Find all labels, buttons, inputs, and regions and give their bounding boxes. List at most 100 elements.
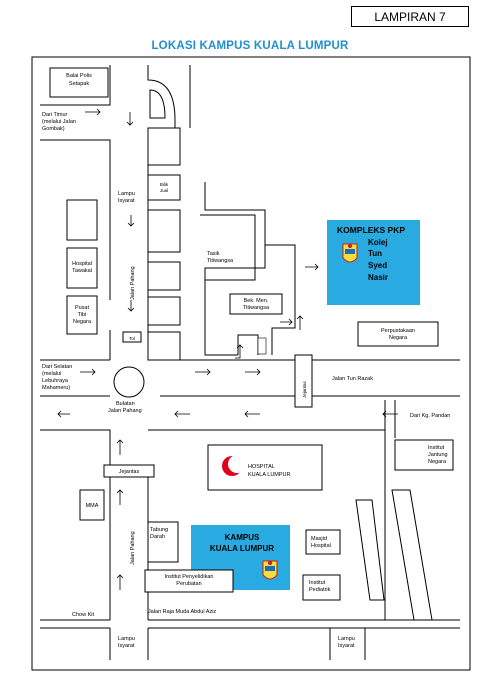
small-tower — [257, 337, 267, 355]
crest-icon-kampus — [262, 560, 278, 580]
block-ijn — [394, 439, 454, 471]
label-dari-timur-2: (melalui Jalan — [42, 119, 76, 125]
red-crescent-icon — [222, 455, 246, 476]
label-hospital-kl-2: KUALA LUMPUR — [248, 472, 291, 478]
label-kampus-2: KUALA LUMPUR — [210, 544, 274, 553]
arrow-south-1 — [127, 215, 135, 227]
label-tol: Tol — [129, 336, 135, 341]
label-dari-kg: Dari Kg. Pandan — [410, 413, 450, 419]
kompleks-pkp-highlight — [327, 220, 420, 305]
label-kolej-4: Nasir — [368, 273, 388, 282]
label-masjid-2: Hospital — [311, 543, 331, 549]
arrow-west-1 — [57, 410, 70, 418]
label-lampu-isyarat-3a: Lampu — [338, 636, 355, 642]
block-mma — [79, 489, 105, 521]
road-jalan-pahang-west — [40, 139, 111, 360]
label-pusat-tibi-3: Negara — [73, 319, 92, 325]
label-ijn-3: Negara — [428, 459, 447, 465]
label-kompleks-pkp: KOMPLEKS PKP — [337, 225, 405, 235]
arrow-south-top — [126, 112, 134, 126]
arrow-east-selatan — [80, 368, 96, 376]
block-slanted-2 — [391, 489, 433, 621]
label-jalan-pahang-top: Jalan Pahang — [130, 266, 136, 300]
block-r6 — [147, 331, 181, 361]
label-dari-selatan-4: Mahameru) — [42, 385, 70, 391]
label-lampu-isyarat-3b: Isyarat — [338, 643, 355, 649]
label-tasik-1: Tasik — [207, 251, 220, 257]
label-jejantas-h: Jejantas — [119, 469, 140, 475]
label-kolej-3: Syed — [368, 261, 387, 270]
block-r5 — [147, 296, 181, 326]
label-balai-polis-1: Balai Polis — [66, 73, 92, 79]
label-lampu-isyarat-1b: Isyarat — [118, 198, 135, 204]
arrow-east-mid — [280, 318, 293, 326]
label-pusat-tibi-1: Pusat — [75, 305, 90, 311]
road-jalan-pahang-lower — [109, 477, 149, 620]
label-chow-kit: Chow Kit — [72, 612, 94, 618]
label-pediatrik-2: Pediatrik — [309, 587, 331, 593]
label-tasik-2: Titiwangsa — [207, 258, 234, 264]
label-tabung-1: Tabung — [150, 527, 168, 533]
label-perpustakaan-1: Perpustakaan — [381, 328, 415, 334]
label-dari-timur-3: Gombak) — [42, 126, 65, 132]
label-jalan-tun-razak: Jalan Tun Razak — [332, 376, 373, 382]
label-ijn-2: Jantung — [428, 452, 448, 458]
arrow-to-kompleks — [305, 263, 319, 271]
arrow-north-3 — [116, 574, 124, 590]
bridge-jejantas-horizontal — [103, 464, 155, 478]
block-perpustakaan — [357, 321, 439, 347]
label-lampu-isyarat-2b: Isyarat — [118, 643, 135, 649]
crest-icon-kompleks — [342, 243, 358, 263]
road-curve-island — [149, 89, 166, 119]
block-r1 — [147, 127, 181, 166]
road-jalan-pahang-east — [147, 65, 176, 360]
label-lampu-isyarat-2a: Lampu — [118, 636, 135, 642]
arrow-west-2 — [174, 410, 190, 418]
label-jejantas-v: Jejantas — [302, 380, 307, 398]
block-masjid — [305, 529, 341, 555]
block-bilik — [147, 174, 181, 201]
block-r3 — [147, 209, 181, 253]
label-imr-2: Perubatan — [176, 581, 201, 587]
label-dari-selatan-1: Dari Selatan — [42, 364, 72, 370]
block-pusat-tibi — [66, 295, 98, 335]
block-tabung-darah — [147, 521, 179, 563]
label-tabung-2: Darah — [150, 534, 165, 540]
block-imr — [144, 569, 234, 593]
arrow-north-mid — [296, 315, 304, 330]
bridge-jejantas-vertical — [294, 354, 313, 408]
label-bilik-2: Jual — [160, 188, 168, 193]
road-titiwangsa-west — [204, 182, 266, 356]
label-imr-1: Institut Penyelidikan — [165, 574, 214, 580]
label-jalan-pahang-bottom: Jalan Pahang — [130, 531, 136, 565]
label-masjid-1: Masjid — [311, 536, 327, 542]
arrow-north-1 — [116, 439, 124, 455]
road-bottom-stubs — [109, 628, 366, 660]
block-r4 — [147, 261, 181, 291]
label-hospital-kl-1: HOSPITAL — [248, 464, 275, 470]
label-hospital-tawakal-2: Tawakal — [72, 268, 92, 274]
block-hospital-tawakal — [66, 247, 98, 289]
label-ijn-1: Institut — [428, 445, 445, 451]
label-bulatan-1: Bulatan — [116, 401, 135, 407]
label-hospital-tawakal-1: Hospital — [72, 261, 92, 267]
lampiran-label: LAMPIRAN 7 — [351, 6, 469, 27]
label-balai-polis-2: Setapak — [69, 81, 89, 87]
arrow-south-2 — [127, 300, 135, 312]
arrow-east-top — [85, 108, 101, 116]
label-pediatrik-1: Institut — [309, 580, 326, 586]
block-slanted — [355, 499, 385, 601]
label-mma: MMA — [86, 503, 99, 509]
arrow-west-3 — [244, 410, 260, 418]
block-bek-men — [229, 293, 283, 315]
road-titiwangsa-east — [265, 244, 296, 355]
label-bilik-1: Bilik — [160, 182, 169, 187]
arrow-bend — [235, 344, 244, 359]
label-lampu-isyarat-1a: Lampu — [118, 191, 135, 197]
label-bek-2: Titiwangsa — [243, 305, 270, 311]
road-top-left-edge — [40, 65, 111, 106]
label-bek-1: Bek. Men. — [244, 298, 269, 304]
label-kolej-1: Kolej — [368, 238, 388, 247]
label-dari-selatan-3: Lebuhraya — [42, 378, 69, 384]
